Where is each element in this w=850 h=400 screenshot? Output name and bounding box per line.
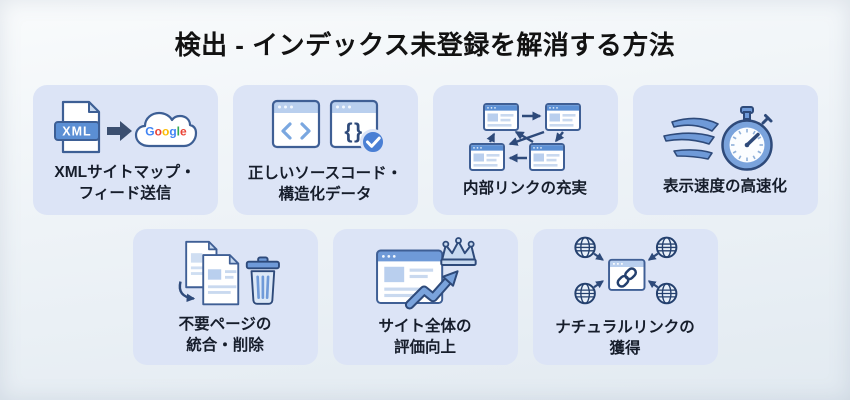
- card-label-line: 正しいソースコード・: [247, 165, 403, 182]
- check-circle-icon: [360, 129, 386, 155]
- card-label-line: 構造化データ: [278, 186, 372, 203]
- right-arrow-icon: [107, 121, 132, 141]
- card-label-line: 不要ページの: [178, 316, 272, 333]
- card-label-line: 表示速度の高速化: [662, 177, 787, 195]
- card-natural-links: ナチュラルリンクの 獲得: [532, 229, 718, 365]
- card-label-line: 内部リンクの充実: [462, 179, 587, 197]
- crowned-site-growth-icon: [376, 237, 477, 310]
- chain-link-icon: [616, 267, 638, 288]
- braces-glyph: {}: [344, 120, 363, 143]
- card-page-speed: 表示速度の高速化: [632, 85, 818, 215]
- card-label-line: XMLサイトマップ・: [54, 164, 196, 181]
- merge-arrow-icon: [178, 281, 196, 303]
- card-label-line: ナチュラルリンクの: [555, 319, 695, 336]
- code-windows-check-icon: {}: [271, 99, 386, 155]
- card-site-evaluation: サイト全体の 評価向上: [332, 229, 518, 365]
- card-internal-links: 内部リンクの充実: [432, 85, 618, 215]
- xml-banner-label: XML: [62, 125, 91, 139]
- card-row-bottom: 不要ページの 統合・削除: [0, 229, 850, 365]
- page-title: 検出 - インデックス未登録を解消する方法: [174, 30, 676, 60]
- winged-stopwatch-icon: [663, 105, 773, 171]
- card-label-line: 統合・削除: [186, 337, 264, 354]
- card-merge-delete: 不要ページの 統合・削除: [132, 229, 318, 365]
- globes-backlink-icon: [574, 236, 678, 305]
- card-row-top: XML Google XMLサイトマップ・ フィード送信 {}: [0, 85, 850, 215]
- card-label-line: サイト全体の: [378, 318, 472, 335]
- xml-file-to-google-cloud-icon: XML Google: [54, 100, 198, 154]
- card-label-line: フィード送信: [78, 185, 172, 202]
- linked-pages-icon: [469, 102, 581, 171]
- google-logo-text: Google: [145, 125, 187, 139]
- google-cloud-shape: [134, 111, 198, 148]
- card-label-line: 獲得: [609, 340, 641, 357]
- merge-documents-trash-icon: [178, 240, 280, 306]
- card-xml-sitemap: XML Google XMLサイトマップ・ フィード送信: [32, 85, 218, 215]
- card-label-line: 評価向上: [393, 339, 456, 356]
- card-source-code: {} 正しいソースコード・ 構造化データ: [232, 85, 418, 215]
- growth-arrow-icon: [404, 270, 459, 310]
- crown-icon: [440, 237, 477, 266]
